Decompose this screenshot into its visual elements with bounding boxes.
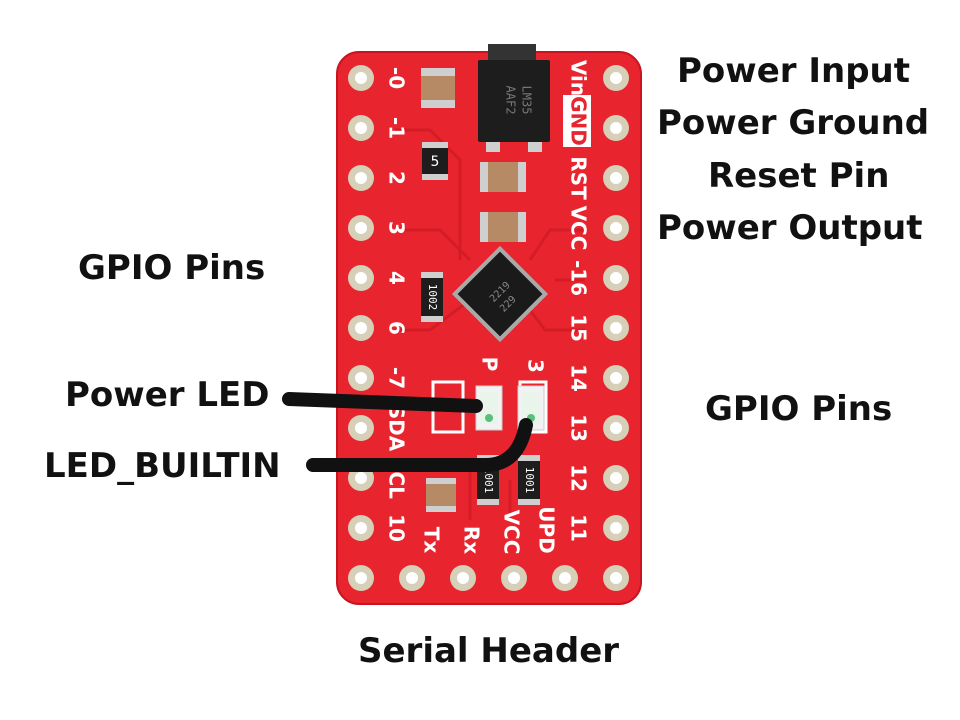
pcb-traces <box>395 128 585 520</box>
silk-left-0: -0 <box>385 67 409 89</box>
silk-bottom-upd: UPD <box>535 506 559 554</box>
resistor-1002-marking: 1002 <box>426 284 439 311</box>
silk-right-15: 15 <box>567 314 591 342</box>
silk-right-labels: Vin GND RST VCC -16 15 14 13 12 11 <box>567 60 591 542</box>
tantalum-marking: 5 <box>431 154 440 170</box>
silk-bottom-labels: Tx Rx VCC UPD <box>420 506 559 554</box>
bottom-header-pads <box>348 565 629 591</box>
silk-left-1: -1 <box>385 117 409 139</box>
gnd-silk-box <box>563 95 591 147</box>
silk-bottom-tx: Tx <box>420 527 444 554</box>
label-power-ground: Power Ground <box>657 103 930 143</box>
microcontroller-chip: 2219 229 <box>451 245 549 343</box>
resistor-1002: 1002 <box>421 272 443 322</box>
label-gpio-right: GPIO Pins <box>705 389 893 429</box>
silk-left-6: 6 <box>385 321 409 335</box>
silk-left-sda: SDA <box>385 405 409 452</box>
silk-right-vcc: VCC <box>567 206 591 251</box>
silk-right-12: 12 <box>567 464 591 492</box>
power-led <box>475 385 503 431</box>
left-header-pads <box>348 65 374 541</box>
label-led-builtin: LED_BUILTIN <box>44 446 281 486</box>
label-power-input: Power Input <box>677 51 911 91</box>
regulator-marking-1: AAF2 <box>504 86 518 115</box>
regulator-marking-2: LM35 <box>520 86 534 115</box>
power-led-leader <box>282 392 483 413</box>
silk-right-rst: RST <box>567 156 591 200</box>
silk-left-3: 3 <box>385 221 409 235</box>
silk-left-7: -7 <box>385 367 409 389</box>
silk-right-16: -16 <box>567 260 591 296</box>
label-power-led: Power LED <box>65 375 270 415</box>
silk-right-gnd: GND <box>567 96 591 146</box>
silk-bottom-vcc: VCC <box>500 510 524 555</box>
resistor-1001-b-marking: 1001 <box>523 467 536 494</box>
silk-3-mark: 3 <box>524 359 548 373</box>
tantalum-cap: 5 <box>422 142 448 180</box>
label-power-output: Power Output <box>657 208 923 248</box>
silk-left-2: 2 <box>385 171 409 185</box>
voltage-regulator: AAF2 LM35 <box>478 44 550 152</box>
silk-bottom-rx: Rx <box>460 526 484 554</box>
resistor-1001-b: 1001 <box>518 455 540 505</box>
resistor-1001-a-marking: 1001 <box>482 467 495 494</box>
silk-right-14: 14 <box>567 364 591 392</box>
silk-left-labels: -0 -1 2 3 4 6 -7 SDA SCL 10 <box>385 67 409 542</box>
silk-right-11: 11 <box>567 514 591 542</box>
silk-p-mark: P <box>478 357 502 372</box>
silk-right-13: 13 <box>567 414 591 442</box>
label-serial-header: Serial Header <box>358 631 620 671</box>
silk-right-vin: Vin <box>567 60 591 96</box>
label-reset-pin: Reset Pin <box>708 156 890 196</box>
right-header-pads <box>603 65 629 541</box>
capacitors <box>421 68 526 512</box>
label-gpio-left: GPIO Pins <box>78 248 266 288</box>
silk-left-10: 10 <box>385 514 409 542</box>
silk-left-4: 4 <box>385 271 409 285</box>
led-builtin-leader <box>306 418 533 472</box>
